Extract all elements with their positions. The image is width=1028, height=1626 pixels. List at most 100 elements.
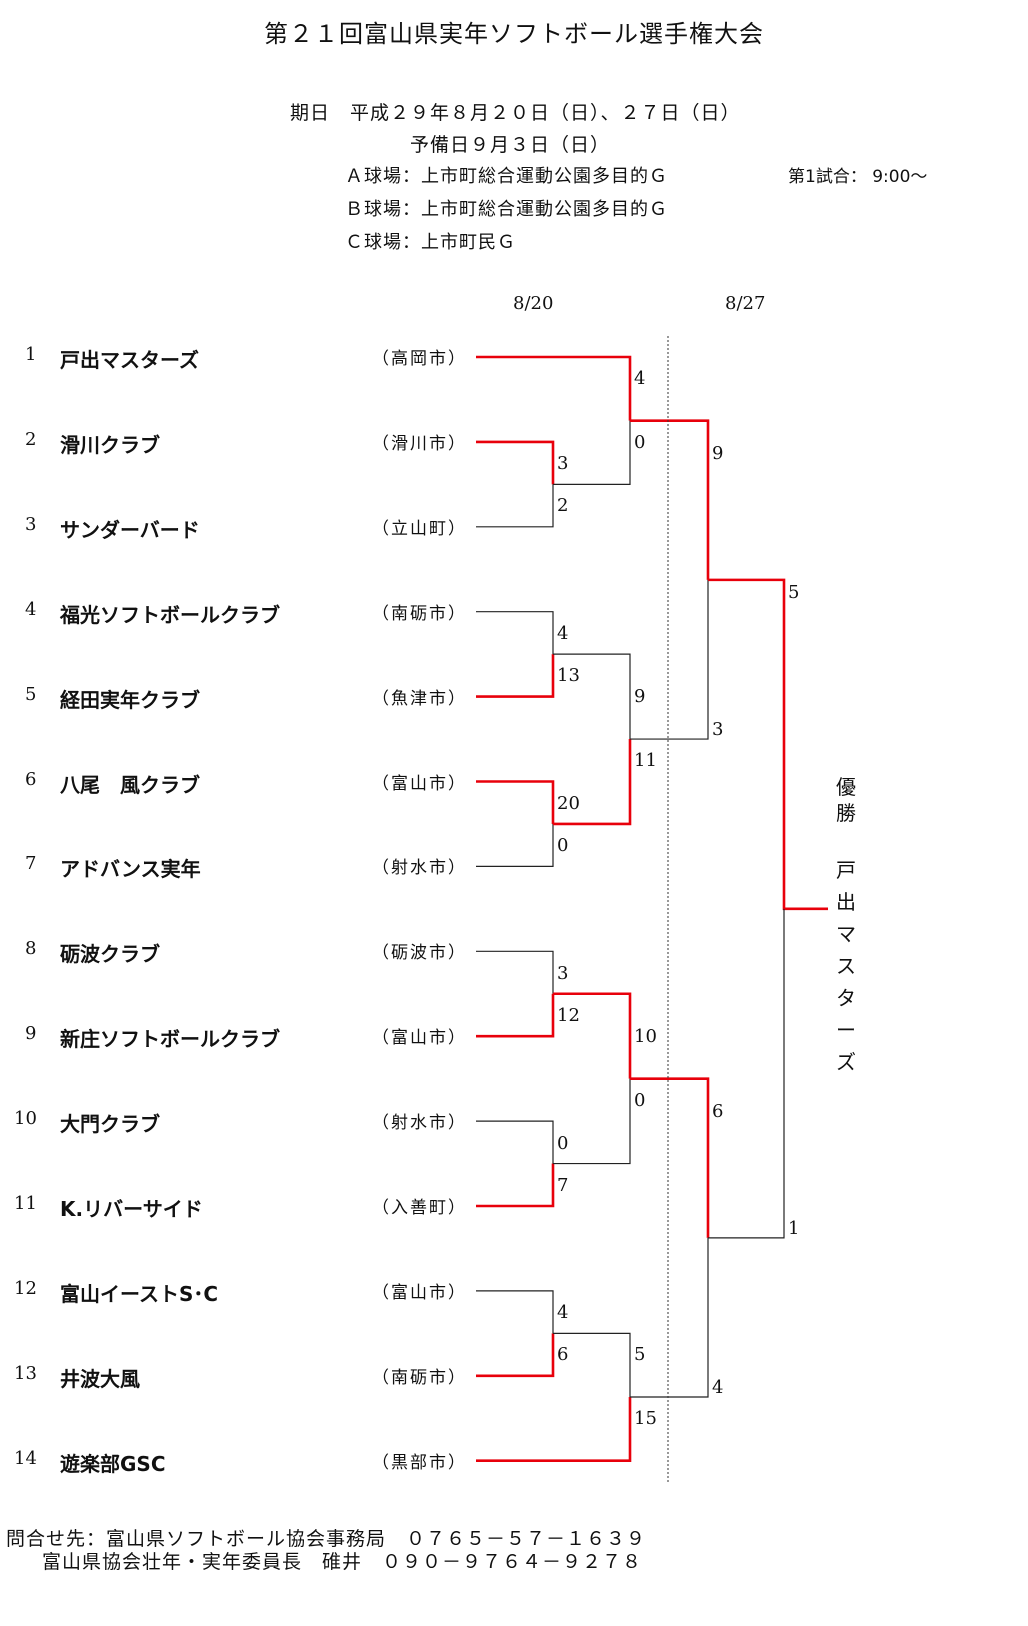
team-name: 新庄ソフトボールクラブ (60, 1027, 280, 1052)
team-city: （魚津市） (372, 688, 467, 709)
match-score: 10 (634, 1025, 657, 1047)
team-name: 経田実年クラブ (60, 687, 200, 712)
bracket-line (630, 1077, 710, 1238)
bracket-line (476, 993, 555, 1038)
team-city: （南砺市） (372, 1367, 467, 1388)
bracket-line (553, 420, 631, 485)
team-name: アドバンス実年 (60, 857, 201, 882)
bracket-line (476, 484, 554, 528)
bracket-line (553, 992, 632, 1079)
contact-line-1: 問合せ先：富山県ソフトボール協会事務局 ０７６５－５７－１６３９ (6, 1528, 647, 1550)
bracket-line (553, 1332, 631, 1398)
match-score: 7 (557, 1174, 569, 1196)
match-score: 12 (557, 1004, 580, 1026)
round-date-1: 8/20 (513, 293, 554, 314)
match-score: 0 (634, 1089, 646, 1111)
bracket-line (476, 1397, 632, 1462)
bracket-line (630, 579, 709, 740)
team-name: 滑川クラブ (60, 432, 160, 457)
bracket-line (476, 355, 632, 421)
bracket-line (476, 440, 555, 485)
match-score: 4 (557, 623, 569, 645)
team-name: 井波大風 (60, 1366, 140, 1391)
bracket-line (476, 611, 554, 655)
event-date: 期日 平成２９年８月２０日（日）、２７日（日） (290, 102, 741, 124)
team-city: （南砺市） (372, 603, 467, 624)
match-score: 3 (557, 453, 569, 475)
match-score: 4 (712, 1376, 724, 1398)
bracket-line (476, 1163, 555, 1208)
match-score: 13 (557, 665, 580, 687)
team-number: 9 (25, 1023, 37, 1045)
reserve-date: 予備日９月３日（日） (410, 134, 611, 156)
team-city: （黒部市） (372, 1452, 467, 1473)
team-city: （富山市） (372, 773, 467, 794)
bracket-line (553, 1078, 631, 1165)
team-name: 富山イーストS･C (60, 1281, 219, 1306)
match-score: 6 (557, 1344, 569, 1366)
match-score: 6 (712, 1100, 724, 1122)
champion-name: 戸出マスターズ (836, 858, 856, 1074)
team-number: 1 (25, 344, 37, 365)
team-name: 福光ソフトボールクラブ (60, 602, 280, 627)
team-name: 戸出マスターズ (60, 348, 199, 372)
venue-a: Ａ球場：上市町総合運動公園多目的Ｇ (345, 166, 668, 187)
team-name: 砺波クラブ (60, 942, 160, 967)
team-city: （立山町） (372, 518, 467, 539)
team-number: 14 (14, 1447, 37, 1469)
team-number: 5 (25, 683, 37, 705)
match-score: 0 (557, 1132, 569, 1154)
champion-label: 優勝 (836, 775, 856, 825)
match-score: 9 (712, 442, 724, 464)
match-score: 3 (557, 962, 569, 984)
bracket-line (630, 1237, 709, 1398)
match-score: 11 (634, 750, 657, 772)
match-score: 9 (634, 686, 646, 708)
team-number: 2 (25, 428, 37, 450)
venue-b: Ｂ球場：上市町総合運動公園多目的Ｇ (345, 199, 668, 220)
team-number: 12 (14, 1277, 37, 1299)
venue-c: Ｃ球場：上市町民Ｇ (345, 232, 516, 253)
team-city: （射水市） (372, 1113, 467, 1134)
team-city: （高岡市） (372, 349, 467, 369)
team-number: 7 (25, 853, 37, 875)
bracket-line (476, 1290, 554, 1334)
team-name: K.リバーサイド (60, 1197, 203, 1221)
team-number: 11 (14, 1193, 37, 1214)
team-number: 13 (14, 1362, 37, 1384)
bracket-line (476, 950, 554, 994)
match-score: 4 (634, 367, 646, 389)
match-score: 5 (788, 581, 800, 603)
team-name: 大門クラブ (60, 1112, 160, 1137)
match-score: 20 (557, 792, 580, 814)
contact-line-2: 富山県協会壮年・実年委員長 碓井 ０９０－９７６４－９２７８ (42, 1551, 643, 1573)
team-number: 3 (25, 513, 37, 535)
bracket-line (476, 1333, 555, 1378)
bracket-line (553, 653, 631, 740)
match-score: 0 (634, 431, 646, 453)
team-city: （滑川市） (372, 433, 467, 454)
team-name: サンダーバード (60, 517, 200, 542)
bracket-line (476, 823, 554, 868)
bracket-line (630, 419, 710, 580)
team-number: 6 (25, 768, 37, 790)
bracket-line (476, 780, 555, 824)
bracket-line (708, 908, 785, 1239)
match-score: 0 (557, 834, 569, 856)
match-score: 5 (634, 1344, 646, 1366)
page-title: 第２１回富山県実年ソフトボール選手権大会 (264, 20, 764, 48)
match-score: 15 (634, 1408, 657, 1430)
team-city: （富山市） (372, 1028, 467, 1049)
match-score: 4 (557, 1302, 569, 1324)
team-city: （砺波市） (372, 943, 467, 964)
first-game-time: 第1試合： 9:00～ (788, 167, 928, 187)
bracket-line (476, 1120, 554, 1164)
match-score: 2 (557, 495, 569, 517)
bracket-line (553, 739, 632, 826)
team-name: 八尾 風クラブ (60, 772, 200, 797)
team-city: （富山市） (372, 1282, 467, 1303)
team-name: 遊楽部GSC (60, 1451, 166, 1476)
match-score: 1 (788, 1217, 800, 1239)
round-date-2: 8/27 (725, 293, 766, 314)
